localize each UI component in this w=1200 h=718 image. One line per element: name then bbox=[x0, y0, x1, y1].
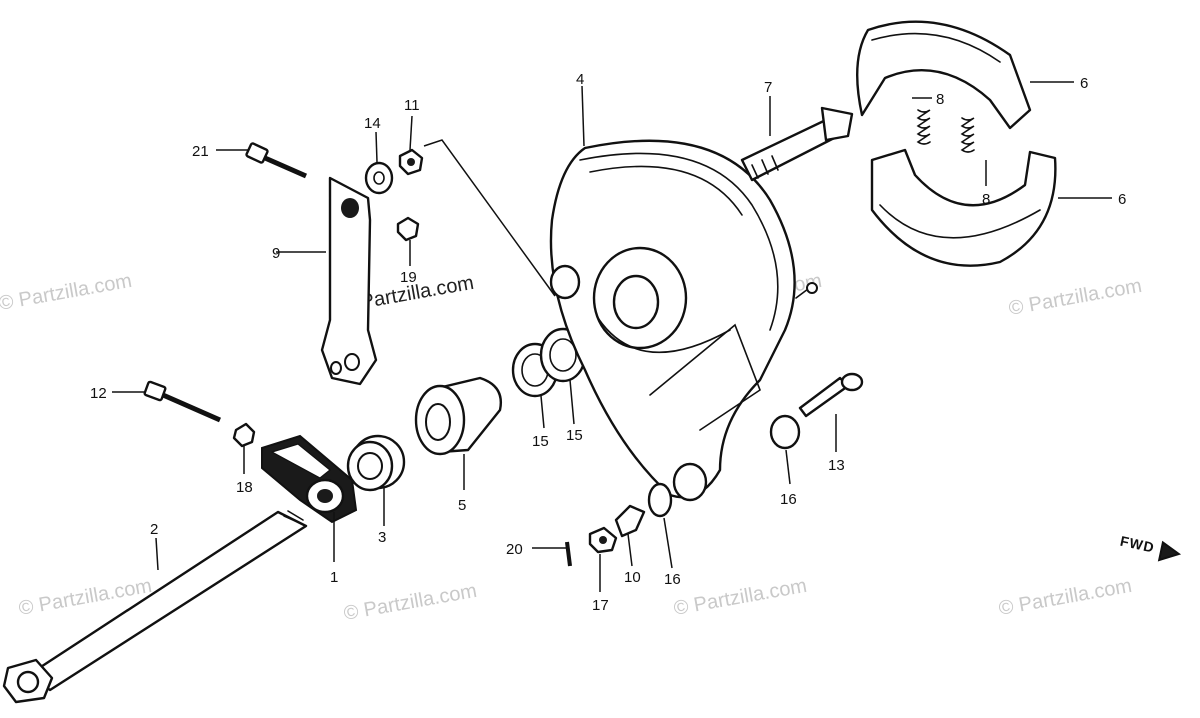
callout-6b: 6 bbox=[1118, 191, 1126, 208]
part-adjuster-plate bbox=[261, 434, 358, 524]
part-spacer bbox=[414, 376, 502, 456]
part-collar bbox=[346, 434, 406, 492]
callout-labels: 21 12 14 11 19 9 18 2 1 3 5 15 15 4 7 6 … bbox=[90, 71, 1126, 614]
part-oring-16a bbox=[769, 414, 801, 450]
callout-5: 5 bbox=[458, 497, 466, 514]
callout-10: 10 bbox=[624, 569, 641, 586]
part-brake-shoe-upper bbox=[856, 20, 1032, 130]
watermark: © Partzilla.com bbox=[342, 580, 479, 625]
callout-8a: 8 bbox=[936, 91, 944, 108]
part-washers bbox=[511, 327, 587, 398]
leader-lines bbox=[112, 81, 1112, 592]
watermark: © Partzilla.com bbox=[997, 575, 1134, 620]
part-cotter-20 bbox=[565, 541, 572, 567]
callout-11: 11 bbox=[404, 97, 420, 114]
watermark: © Partzilla.com bbox=[1007, 275, 1144, 320]
callout-19: 19 bbox=[400, 269, 417, 286]
watermark: © Partzilla.com bbox=[0, 270, 134, 315]
callout-12: 12 bbox=[90, 385, 107, 402]
callout-15b: 15 bbox=[566, 427, 583, 444]
callout-4: 4 bbox=[576, 71, 584, 88]
part-brake-cam bbox=[740, 106, 854, 182]
part-oring-16b bbox=[647, 482, 673, 518]
part-nut-19 bbox=[396, 216, 420, 242]
part-axle bbox=[2, 510, 308, 704]
callout-1: 1 bbox=[330, 569, 338, 586]
fwd-indicator: FWD bbox=[1119, 533, 1182, 562]
callout-21: 21 bbox=[192, 143, 209, 160]
callout-6a: 6 bbox=[1080, 75, 1088, 92]
callout-20: 20 bbox=[506, 541, 523, 558]
part-brake-arm bbox=[320, 176, 378, 386]
fwd-label: FWD bbox=[1119, 533, 1156, 556]
part-brake-shoe-lower bbox=[870, 148, 1057, 267]
callout-18: 18 bbox=[236, 479, 253, 496]
part-bolt-21 bbox=[245, 142, 308, 179]
callout-17: 17 bbox=[592, 597, 609, 614]
callout-7: 7 bbox=[764, 79, 772, 96]
callout-9: 9 bbox=[272, 245, 280, 262]
callout-13: 13 bbox=[828, 457, 845, 474]
part-nut-18 bbox=[232, 422, 256, 448]
watermark: © Partzilla.com bbox=[672, 575, 809, 620]
part-nut-11 bbox=[398, 148, 424, 176]
part-pin-13 bbox=[798, 372, 864, 418]
part-springs bbox=[916, 109, 975, 153]
part-brake-panel bbox=[549, 139, 818, 502]
callout-14: 14 bbox=[364, 115, 381, 132]
callout-3: 3 bbox=[378, 529, 386, 546]
callout-2: 2 bbox=[150, 521, 158, 538]
callout-16a: 16 bbox=[780, 491, 797, 508]
callout-8b: 8 bbox=[982, 191, 990, 208]
callout-15a: 15 bbox=[532, 433, 549, 450]
part-nut-17 bbox=[588, 526, 618, 554]
part-bolt-12 bbox=[143, 380, 222, 423]
callout-16b: 16 bbox=[664, 571, 681, 588]
part-washer-14 bbox=[364, 161, 394, 195]
fwd-arrow-icon bbox=[1157, 540, 1182, 562]
part-collar-10 bbox=[614, 504, 646, 538]
